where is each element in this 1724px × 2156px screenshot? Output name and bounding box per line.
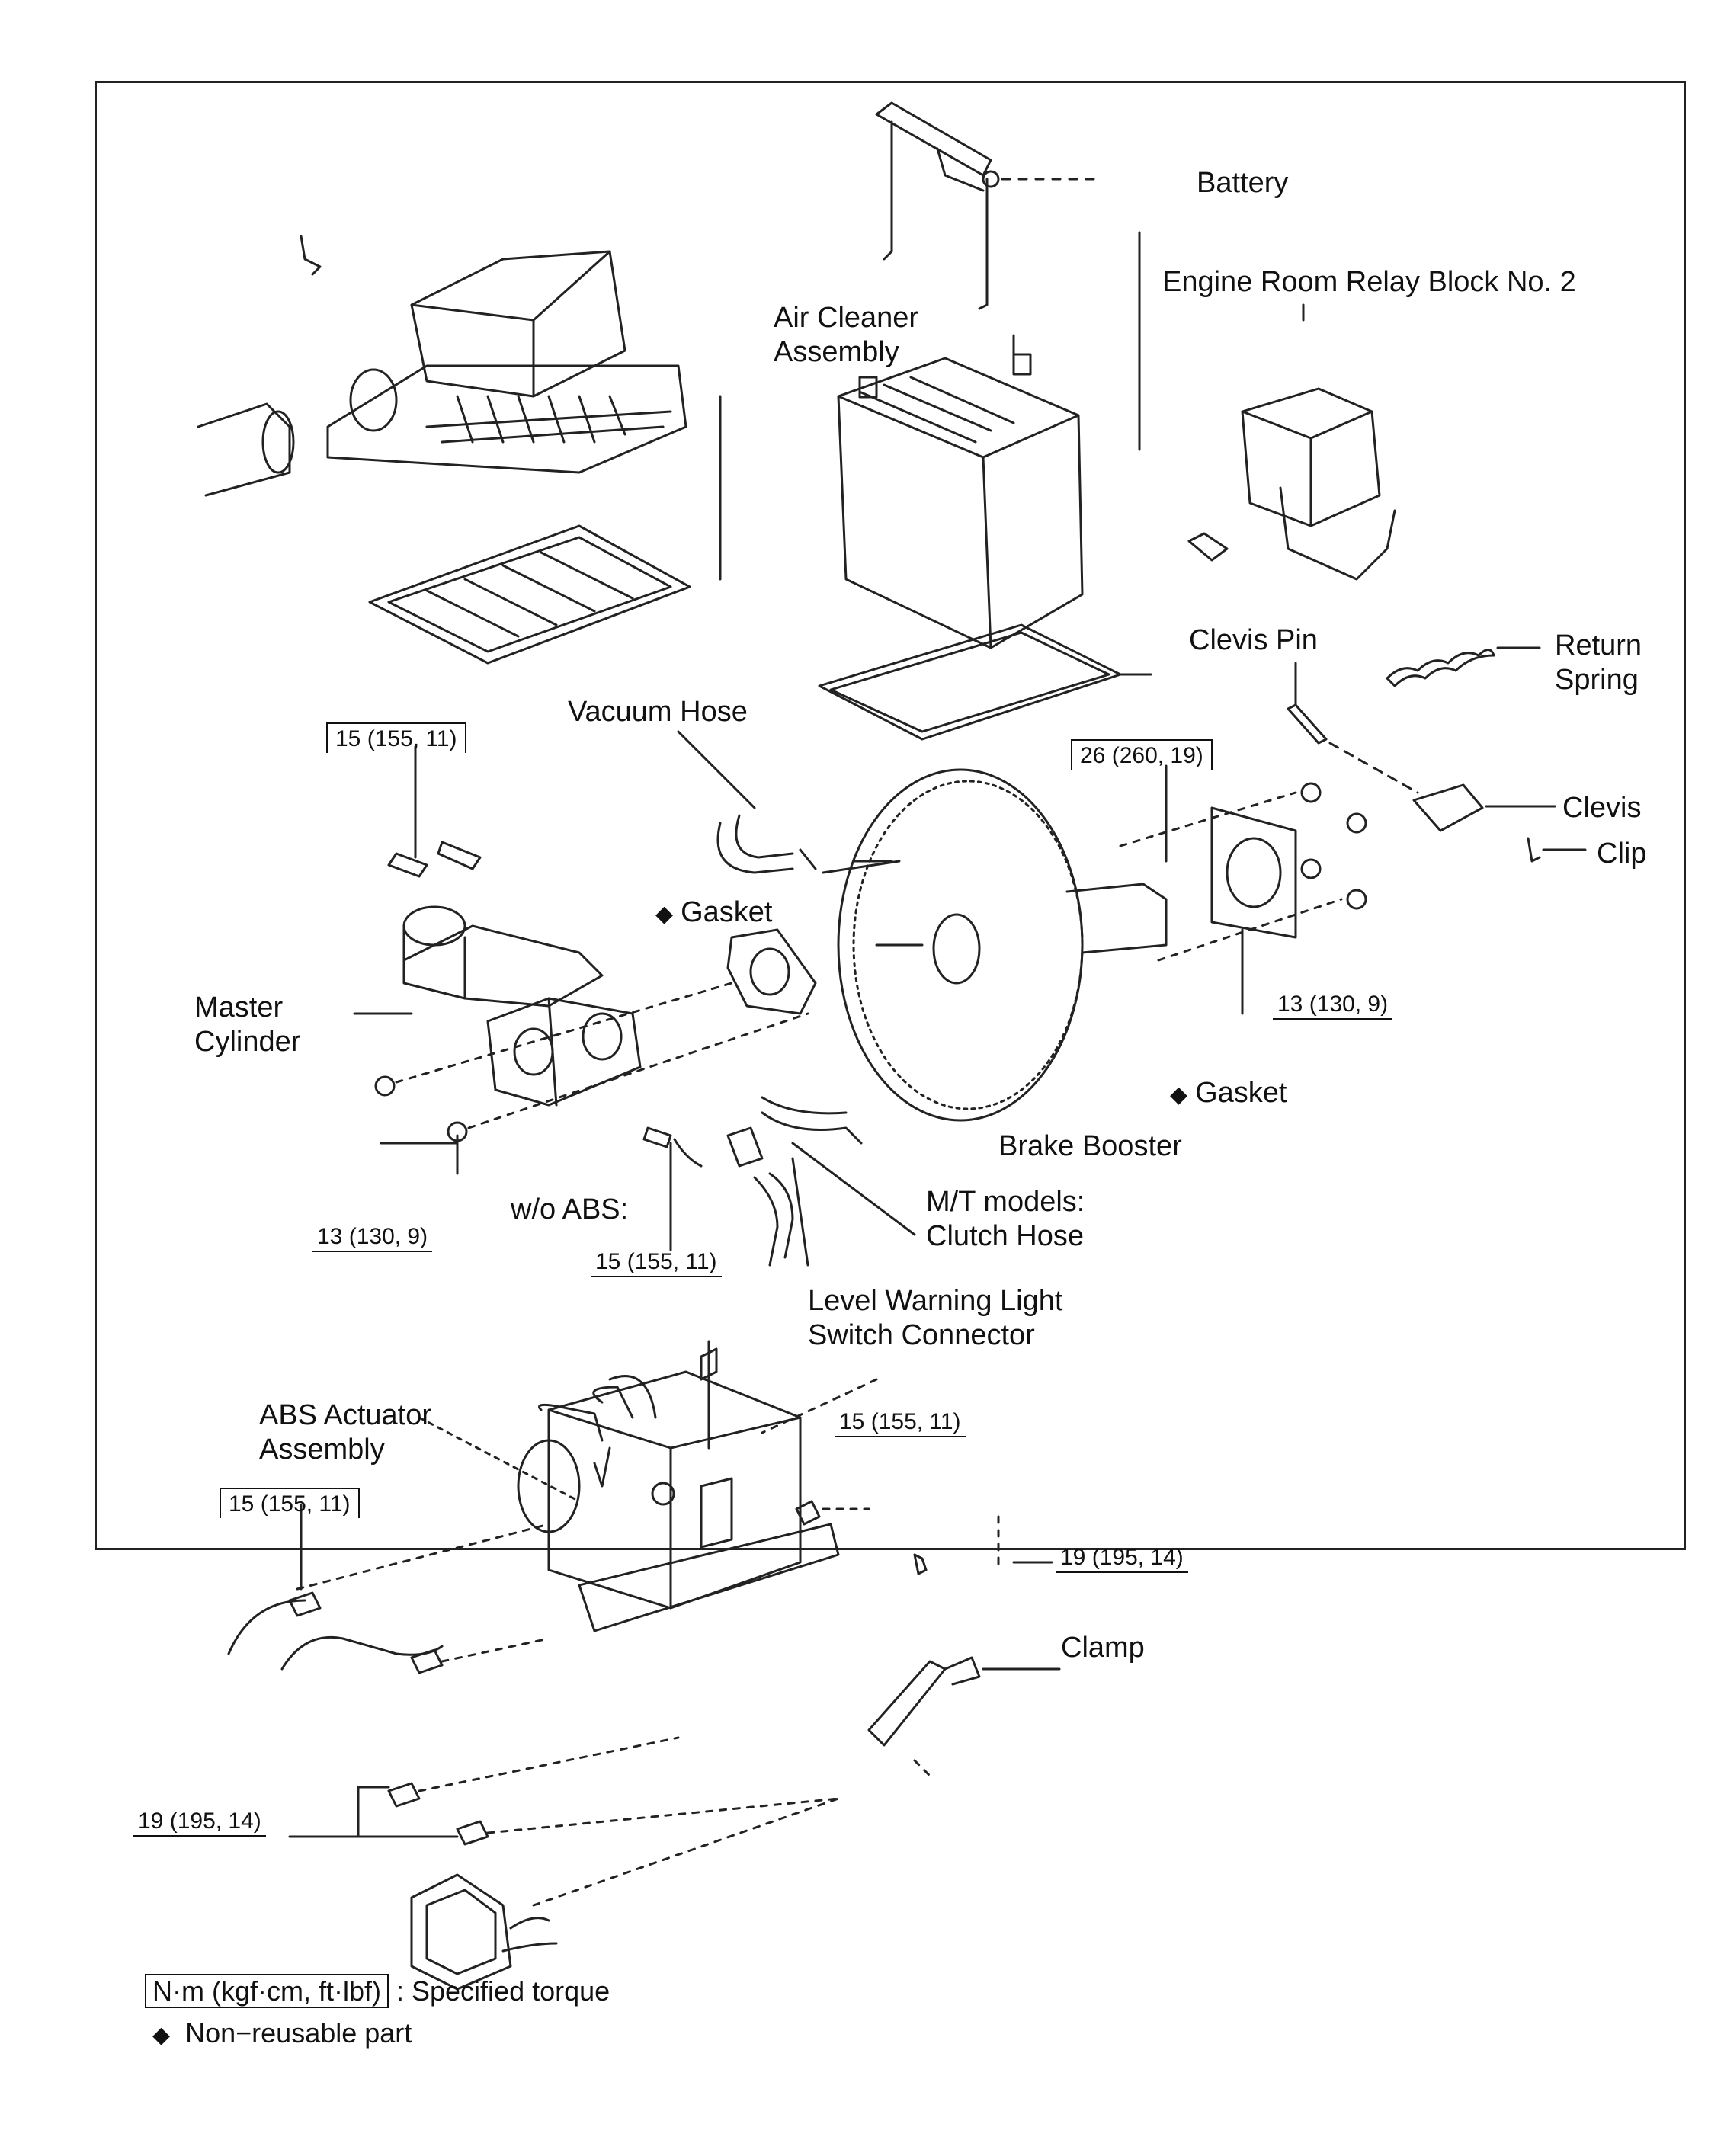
torque-abs-lines: 15 (155, 11) — [835, 1408, 966, 1437]
battery — [837, 334, 1084, 649]
legend-torque-unit: N·m (kgf·cm, ft·lbf) — [145, 1974, 389, 2008]
label-level-warning-line2: Switch Connector — [808, 1319, 1035, 1351]
legend-torque-desc: : Specified torque — [396, 1975, 610, 2007]
wo-abs-line-fitting — [642, 1126, 672, 1148]
label-battery: Battery — [1197, 167, 1289, 199]
abs-bracket-bolts — [795, 1500, 928, 1575]
torque-mc-fittings: 15 (155, 11) — [326, 722, 466, 753]
mc-fittings — [387, 841, 482, 878]
return-spring — [1386, 646, 1541, 687]
battery-hold-down — [875, 101, 1099, 310]
torque-mc-nut: 13 (130, 9) — [312, 1223, 433, 1252]
torque-abs-bracket: 19 (195, 14) — [1056, 1544, 1188, 1573]
abs-connector — [410, 1873, 558, 1991]
label-gasket-upper: ◆Gasket — [655, 896, 773, 928]
label-air-cleaner-line2: Assembly — [774, 336, 899, 368]
nonreusable-diamond: ◆ — [152, 2023, 171, 2048]
torque-abs-left: 15 (155, 11) — [220, 1488, 360, 1518]
legend-nonreusable-desc: Non−reusable part — [185, 2017, 412, 2049]
torque-abs-bottom: 19 (195, 14) — [133, 1808, 266, 1837]
label-mt-models-line1: M/T models: — [926, 1186, 1085, 1218]
label-level-warning-line1: Level Warning Light — [808, 1285, 1063, 1317]
torque-line-wo-abs: 15 (155, 11) — [591, 1248, 722, 1277]
air-filter — [368, 524, 691, 665]
label-master-cylinder-line1: Master — [194, 992, 284, 1024]
label-gasket-lower: ◆Gasket — [1170, 1077, 1287, 1109]
vacuum-hose — [716, 814, 817, 874]
master-cylinder — [402, 905, 642, 1107]
nonreusable-diamond: ◆ — [1170, 1082, 1188, 1107]
label-brake-booster: Brake Booster — [998, 1130, 1182, 1162]
label-air-cleaner-line1: Air Cleaner — [774, 302, 919, 334]
booster-plate — [1210, 806, 1297, 939]
clutch-hose — [761, 1096, 863, 1145]
legend-torque: N·m (kgf·cm, ft·lbf) : Specified torque — [145, 1974, 610, 2009]
abs-actuator — [517, 1370, 840, 1632]
label-mt-models-line2: Clutch Hose — [926, 1220, 1084, 1252]
label-vacuum-hose: Vacuum Hose — [568, 696, 748, 728]
label-clip: Clip — [1597, 838, 1647, 870]
torque-booster-top: 26 (260, 19) — [1071, 739, 1213, 770]
label-clevis: Clevis — [1562, 792, 1642, 824]
label-return-spring-line1: Return — [1555, 630, 1642, 662]
nonreusable-diamond: ◆ — [655, 902, 674, 927]
gasket — [726, 928, 817, 1015]
label-abs-actuator-line2: Assembly — [259, 1434, 385, 1466]
label-clevis-pin: Clevis Pin — [1189, 624, 1318, 656]
label-relay-block: Engine Room Relay Block No. 2 — [1162, 266, 1576, 298]
relay-block — [1187, 303, 1396, 581]
label-wo-abs: w/o ABS: — [511, 1193, 629, 1225]
battery-tray — [818, 623, 1152, 741]
brake-booster — [822, 768, 1168, 1122]
air-cleaner — [197, 235, 687, 497]
clevis-pin — [1287, 662, 1419, 794]
legend-nonreusable: ◆ Non−reusable part — [152, 2016, 412, 2053]
label-return-spring-line2: Spring — [1555, 664, 1639, 696]
label-abs-actuator-line1: ABS Actuator — [259, 1399, 432, 1431]
level-warning-connector — [726, 1126, 794, 1267]
abs-brake-lines — [538, 1340, 718, 1488]
diagram-frame — [95, 81, 1686, 1550]
torque-booster-nut: 13 (130, 9) — [1273, 991, 1393, 1020]
label-master-cylinder-line2: Cylinder — [194, 1026, 301, 1058]
clamp — [867, 1656, 981, 1747]
label-clamp: Clamp — [1061, 1632, 1145, 1664]
abs-bottom-bolts — [387, 1782, 489, 1846]
clevis — [1412, 783, 1587, 863]
abs-left-lines — [227, 1591, 444, 1674]
